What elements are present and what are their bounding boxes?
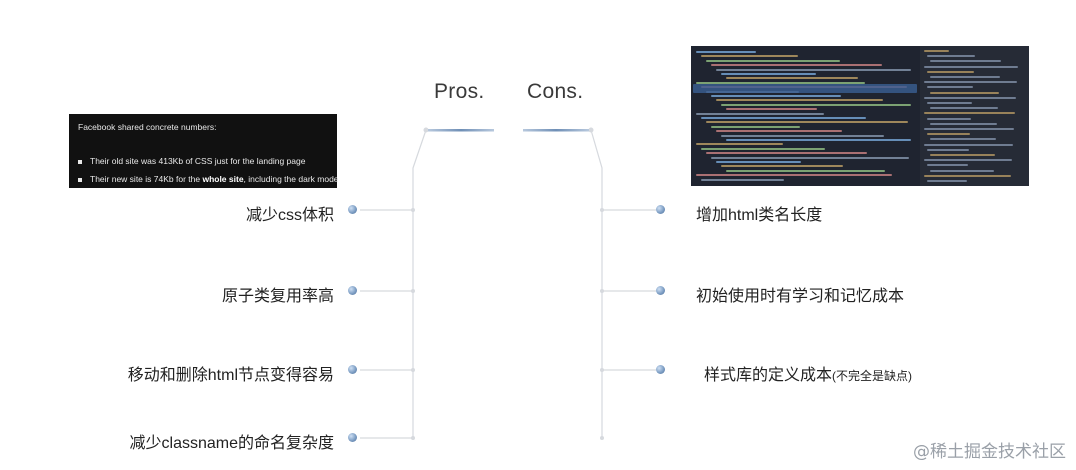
facebook-note-bullet-2: Their new site is 74Kb for the whole sit… [78, 174, 339, 184]
code-line [716, 161, 801, 163]
style-line [930, 91, 999, 94]
pros-trunk [412, 129, 427, 438]
style-line [924, 174, 1011, 177]
style-line [924, 143, 1013, 146]
code-line [696, 81, 865, 84]
circle-bullet-icon [348, 205, 357, 214]
code-line [716, 99, 883, 102]
devtools-styles-pane [920, 46, 1029, 186]
square-bullet-icon [78, 159, 82, 164]
style-line [924, 128, 1014, 130]
cons-item-2: 初始使用时有学习和记忆成本 [696, 288, 905, 305]
style-line [927, 117, 971, 120]
style-line [924, 81, 1017, 84]
code-line [726, 169, 885, 172]
code-line [701, 178, 784, 181]
devtools-screenshot [691, 46, 1029, 186]
code-line [721, 134, 884, 137]
style-line [930, 154, 995, 156]
style-line [927, 55, 975, 58]
style-line [927, 70, 974, 73]
cons-item-3-note: (不完全是缺点) [832, 369, 913, 383]
style-line [924, 96, 1016, 99]
code-line [696, 51, 756, 53]
circle-bullet-icon [656, 286, 665, 295]
style-line [927, 86, 973, 89]
circle-bullet-icon [656, 365, 665, 374]
cons-heading: Cons. [527, 80, 584, 103]
style-line [927, 133, 970, 136]
code-line [711, 125, 800, 128]
style-line [930, 60, 1001, 63]
code-line [696, 174, 892, 177]
code-highlight [693, 84, 917, 93]
pros-item-4: 减少classname的命名复杂度 [129, 435, 334, 452]
style-line [924, 50, 949, 52]
code-line [696, 143, 783, 146]
code-line [711, 64, 882, 67]
circle-bullet-icon [348, 433, 357, 442]
style-line [930, 138, 996, 141]
cons-accent-bar [523, 129, 589, 132]
cons-item-3: 样式库的定义成本(不完全是缺点) [704, 361, 912, 385]
code-line [706, 152, 867, 155]
code-line [726, 108, 817, 111]
style-line [927, 164, 968, 167]
code-line [711, 95, 841, 97]
style-line [927, 102, 972, 104]
cons-item-3-label: 样式库的定义成本 [704, 367, 833, 384]
code-line [706, 59, 840, 62]
style-line [924, 159, 1012, 162]
circle-bullet-icon [348, 365, 357, 374]
code-line [716, 68, 911, 71]
facebook-note-panel: Facebook shared concrete numbers: Their … [69, 114, 339, 188]
code-line [726, 139, 911, 141]
code-line [721, 73, 816, 75]
style-line [930, 76, 1000, 78]
code-line [701, 55, 798, 58]
code-line [726, 77, 858, 80]
style-line [927, 180, 967, 182]
devtools-code-pane [693, 48, 917, 184]
pros-item-1: 减少css体积 [245, 207, 334, 224]
square-bullet-icon [78, 177, 82, 182]
cons-trunk [590, 129, 603, 438]
pros-item-3: 移动和删除html节点变得容易 [127, 367, 334, 384]
pros-item-2: 原子类复用率高 [221, 288, 334, 305]
facebook-note-title: Facebook shared concrete numbers: [78, 122, 217, 132]
code-line [721, 103, 911, 106]
style-line [927, 148, 969, 151]
code-line [701, 117, 866, 119]
style-line [930, 169, 994, 172]
code-line [711, 156, 909, 159]
cons-item-1: 增加html类名长度 [696, 207, 823, 224]
pros-heading: Pros. [434, 80, 485, 103]
style-line [924, 112, 1015, 115]
code-line [716, 130, 842, 133]
circle-bullet-icon [348, 286, 357, 295]
style-line [924, 65, 1018, 68]
style-line [930, 122, 997, 125]
style-line [930, 107, 998, 110]
facebook-note-bullet-1: Their old site was 413Kb of CSS just for… [78, 156, 305, 166]
pros-accent-bar [428, 129, 494, 132]
code-line [696, 112, 824, 115]
code-line [721, 165, 843, 168]
circle-bullet-icon [656, 205, 665, 214]
code-line [701, 147, 825, 150]
code-line [706, 121, 908, 124]
site-watermark: @稀土掘金技术社区 [913, 442, 1066, 462]
